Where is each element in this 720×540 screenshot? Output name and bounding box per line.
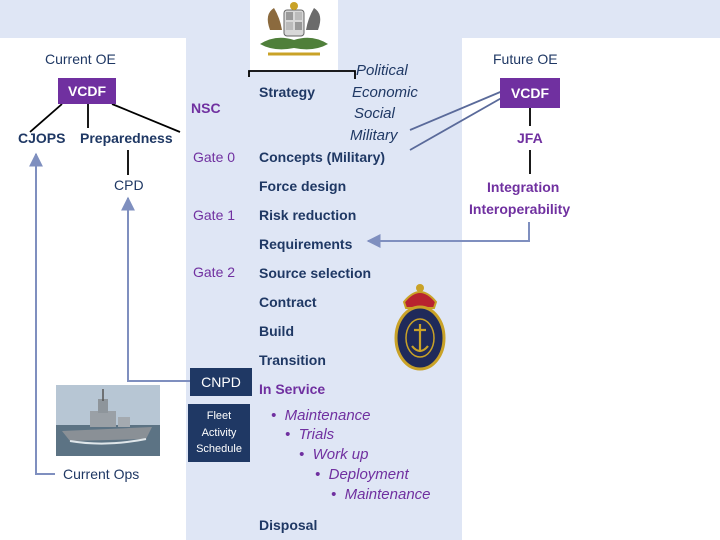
- vcdf-label-current: VCDF: [67, 83, 107, 99]
- in-service-item: • Deployment: [315, 467, 409, 482]
- navy-badge-emblem: [394, 280, 446, 372]
- nsc-label: NSC: [191, 100, 221, 116]
- preparedness-label: Preparedness: [80, 130, 173, 146]
- phase-concepts: Concepts (Military): [259, 149, 386, 165]
- influence-political: Political: [356, 62, 408, 79]
- vcdf-label-future: VCDF: [510, 85, 550, 101]
- vcdf-box-current: VCDF: [58, 78, 116, 104]
- tree-line-right: [111, 103, 181, 133]
- currentops-cjops-arrow: [29, 152, 55, 475]
- gate-1-label: Gate 1: [193, 207, 236, 223]
- interoperability-label: Interoperability: [469, 201, 571, 217]
- strategy-bracket: [248, 70, 356, 79]
- phase-transition: Transition: [259, 352, 326, 368]
- cnpd-label: CNPD: [201, 374, 241, 390]
- integration-label: Integration: [487, 179, 560, 195]
- cpd-label: CPD: [114, 177, 144, 193]
- in-service-trials: Trials: [298, 426, 335, 443]
- fleet-line-3: Schedule: [196, 443, 242, 456]
- jfa-label: JFA: [517, 130, 543, 146]
- cjops-label: CJOPS: [18, 130, 66, 146]
- fleet-line-2: Activity: [201, 426, 237, 439]
- in-service-item: • Trials: [285, 427, 334, 442]
- phase-contract: Contract: [259, 294, 317, 310]
- future-link-2: [409, 95, 506, 151]
- phase-risk-reduction: Risk reduction: [259, 207, 357, 223]
- bullet: •: [299, 446, 305, 463]
- cnpd-box: CNPD: [190, 368, 252, 396]
- phase-force-design: Force design: [259, 178, 347, 194]
- bullet: •: [315, 466, 321, 483]
- vcdf-box-future: VCDF: [500, 78, 560, 108]
- future-oe-title: Future OE: [493, 51, 558, 67]
- current-ops-label: Current Ops: [63, 466, 140, 482]
- in-service-item: • Maintenance: [271, 408, 371, 423]
- current-oe-title: Current OE: [45, 51, 116, 67]
- phase-in-service: In Service: [259, 381, 326, 397]
- in-service-item: • Work up: [299, 447, 368, 462]
- phase-requirements: Requirements: [259, 236, 353, 252]
- phase-build: Build: [259, 323, 294, 339]
- gate-2-label: Gate 2: [193, 264, 236, 280]
- coat-of-arms-emblem: [250, 0, 338, 70]
- influence-economic: Economic: [352, 84, 418, 101]
- bullet: •: [285, 426, 291, 443]
- influence-social: Social: [354, 105, 395, 122]
- in-service-deployment: Deployment: [328, 466, 409, 483]
- in-service-item: • Maintenance: [331, 487, 431, 502]
- phase-disposal: Disposal: [259, 517, 318, 533]
- in-service-maintenance-1: Maintenance: [284, 407, 371, 424]
- phase-source-selection: Source selection: [259, 265, 372, 281]
- frigate-photo: [56, 385, 160, 456]
- strategy-label: Strategy: [259, 84, 316, 100]
- fleet-activity-schedule-box: Fleet Activity Schedule: [188, 404, 250, 462]
- in-service-work-up: Work up: [312, 446, 369, 463]
- in-service-maintenance-2: Maintenance: [344, 486, 431, 503]
- future-link-1: [409, 89, 506, 131]
- gate-0-label: Gate 0: [193, 149, 236, 165]
- requirements-arrow: [366, 222, 530, 248]
- bullet: •: [271, 407, 277, 424]
- cnpd-cpd-arrow: [121, 196, 190, 382]
- bullet: •: [331, 486, 337, 503]
- influence-military: Military: [350, 127, 398, 144]
- tree-line-left: [29, 103, 63, 133]
- fleet-line-1: Fleet: [206, 410, 232, 423]
